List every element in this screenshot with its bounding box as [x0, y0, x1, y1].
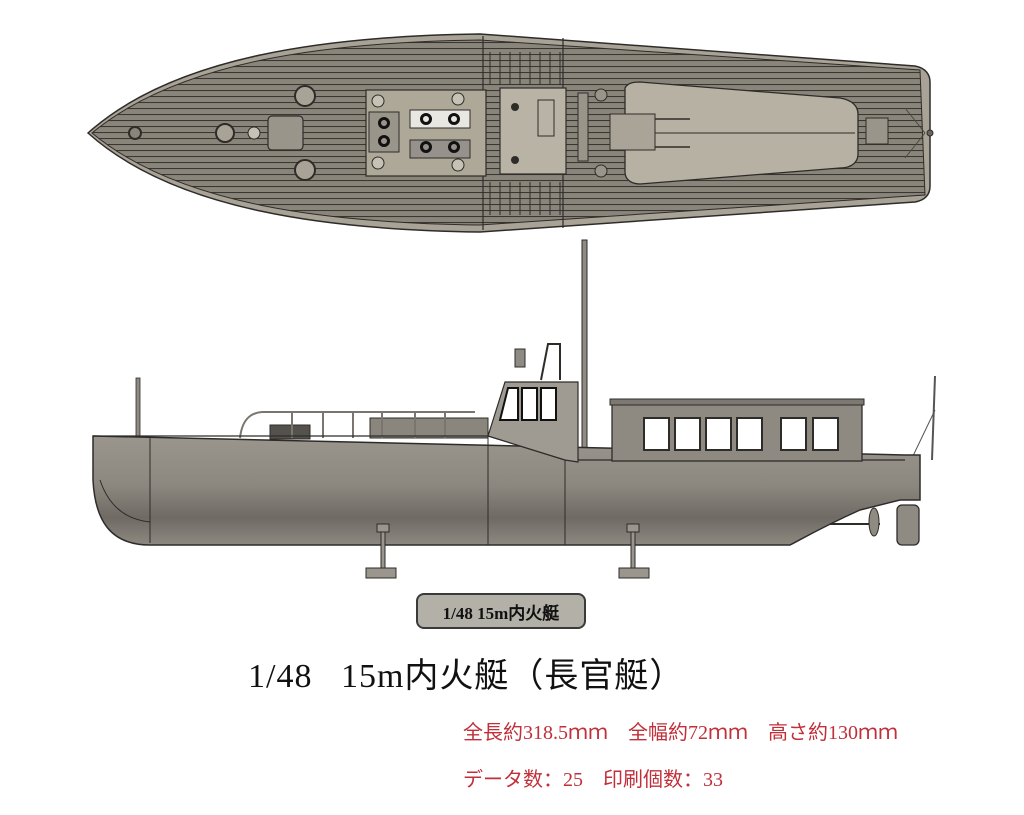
dimensions-text: 全長約318.5ｍｍ 全幅約72ｍｍ 高さ約130ｍｍ [463, 722, 898, 744]
ship-drawing [86, 33, 936, 579]
top-view [86, 33, 934, 233]
side-view [92, 239, 936, 579]
print-count-text: データ数：25 印刷個数：33 [463, 769, 723, 791]
page-title: 1/48 15m内火艇（長官艇） [248, 658, 685, 695]
scale-badge-label: 1/48 15m内火艇 [442, 603, 560, 623]
scale-badge: 1/48 15m内火艇 [416, 593, 586, 629]
